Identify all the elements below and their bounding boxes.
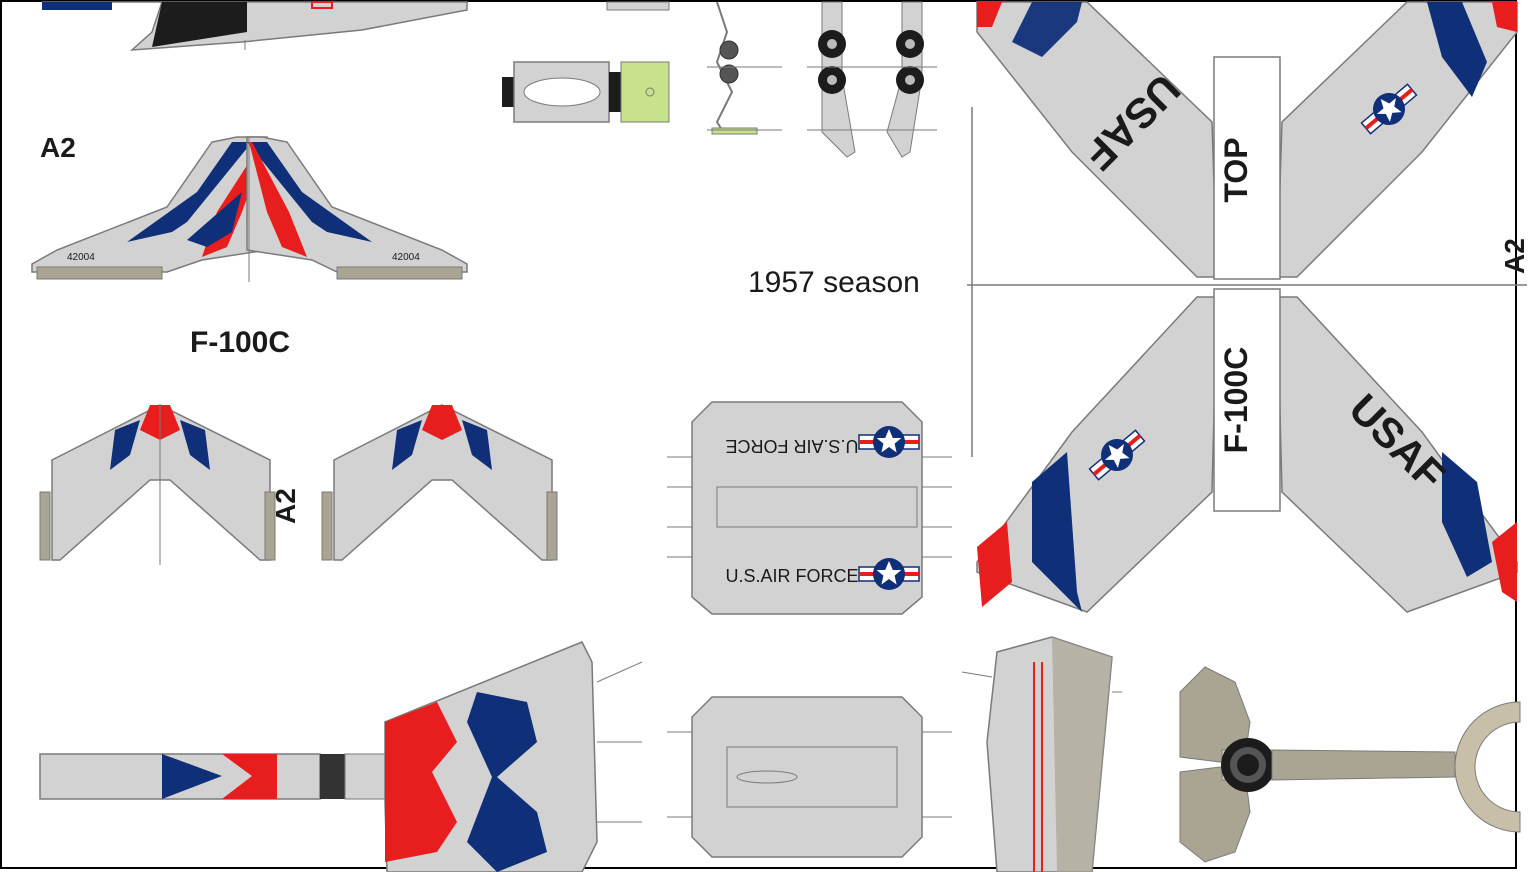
wing-pair-left [39, 404, 276, 565]
serial-right: 42004 [392, 252, 420, 263]
serial-left: 42004 [67, 252, 95, 263]
air-force-marking-lower: U.S.AIR FORCE [725, 566, 858, 586]
part-label-a2-wings: A2 [270, 488, 301, 524]
fuselage-bottom-panel: U.S.AIR FORCE U.S.AIR FORCE [667, 401, 952, 615]
season-label: 1957 season [748, 266, 920, 299]
landing-gear-set [707, 1, 937, 158]
usaf-roundel-icon [1360, 83, 1418, 135]
landing-wheel-icon [719, 40, 739, 60]
part-label-a2-top: A2 [40, 132, 76, 163]
part-label-a2-right: A2 [1499, 238, 1530, 274]
wing-pair-right [321, 404, 558, 561]
air-force-marking-upper: U.S.AIR FORCE [725, 436, 858, 456]
fuselage-part-top-left [42, 1, 468, 51]
fuselage-belly-panel [667, 696, 952, 858]
small-tab-top [606, 1, 670, 11]
usaf-roundel-icon [1088, 429, 1146, 481]
fuselage-spine-bottom [39, 641, 643, 872]
stabilizer-pair: 42004 42004 [31, 136, 468, 282]
fold-guides [967, 107, 1527, 457]
intake-part [961, 636, 1122, 872]
model-label: F-100C [190, 326, 291, 359]
exhaust-assembly [1179, 666, 1521, 863]
wing-top-label: TOP [1218, 137, 1254, 202]
usaf-roundel-icon [858, 426, 920, 458]
landing-wheel-icon [719, 64, 739, 84]
cockpit-part [502, 61, 670, 123]
main-wing-top: USAF USAF TOP F-100C [976, 1, 1518, 613]
usaf-roundel-icon [858, 558, 920, 590]
wing-model-label: F-100C [1218, 347, 1254, 454]
